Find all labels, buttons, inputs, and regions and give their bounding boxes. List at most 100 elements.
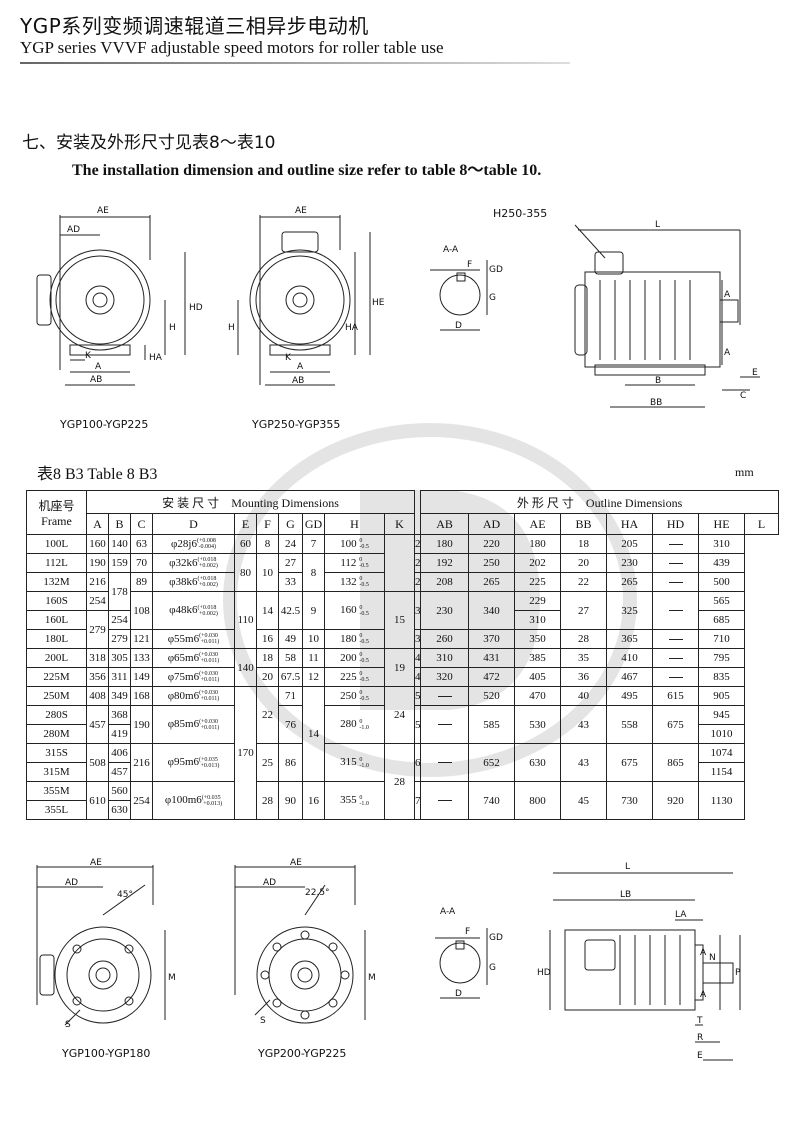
cell-f: 10 bbox=[256, 553, 279, 592]
cell-c: 149 bbox=[130, 667, 153, 687]
cell-h: 100 0-0.5 bbox=[324, 534, 385, 554]
cell-l: 310 bbox=[698, 534, 746, 554]
cell-he: 615 bbox=[652, 686, 700, 706]
svg-text:M: M bbox=[168, 973, 176, 983]
cell-hd: 325 bbox=[606, 591, 654, 630]
drawing-caption-1: YGP100-YGP225 bbox=[60, 418, 149, 431]
col-header-h: H bbox=[324, 513, 385, 535]
col-header-hd: HD bbox=[652, 513, 700, 535]
cell-hd: 467 bbox=[606, 667, 654, 687]
cell-a: 457 bbox=[86, 705, 109, 744]
cell-hd: 675 bbox=[606, 743, 654, 782]
cell-d: φ38k6(+0.018 +0.002) bbox=[152, 572, 235, 592]
cell-h: 180 0-0.5 bbox=[324, 629, 385, 649]
cell-frame: 180L bbox=[26, 629, 87, 649]
mounting-group-header: 安 装 尺 寸 Mounting Dimensions bbox=[85, 490, 416, 514]
cell-f: 18 bbox=[256, 648, 279, 668]
cell-gd: 11 bbox=[302, 648, 325, 668]
cell-frame: 250M bbox=[26, 686, 87, 706]
cell-ae: 370 bbox=[468, 629, 516, 649]
cell-l: 1010 bbox=[698, 724, 746, 744]
cell-l: 1130 bbox=[698, 781, 746, 820]
svg-text:AD: AD bbox=[65, 878, 78, 888]
cell-hd: 558 bbox=[606, 705, 654, 744]
cell-d: φ65m6(+0.030 +0.011) bbox=[152, 648, 235, 668]
cell-l: 1154 bbox=[698, 762, 746, 782]
svg-text:AE: AE bbox=[295, 206, 307, 216]
cell-ad: 230 bbox=[420, 591, 470, 630]
cell-l: 710 bbox=[698, 629, 746, 649]
cell-f: 22 bbox=[256, 686, 279, 744]
svg-text:A-A: A-A bbox=[440, 907, 456, 917]
cell-ha: 40 bbox=[560, 686, 608, 706]
svg-text:HA: HA bbox=[345, 323, 359, 333]
cell-ae: 220 bbox=[468, 534, 516, 554]
svg-text:HD: HD bbox=[189, 303, 203, 313]
outline-group-header: 外 形 尺 寸 Outline Dimensions bbox=[420, 490, 780, 514]
cell-bb: 530 bbox=[514, 705, 562, 744]
col-header-g: G bbox=[278, 513, 303, 535]
cell-l: 905 bbox=[698, 686, 746, 706]
svg-text:C: C bbox=[740, 391, 746, 401]
cell-b: 349 bbox=[108, 686, 131, 706]
svg-text:A-A: A-A bbox=[443, 245, 459, 255]
cell-l: 685 bbox=[698, 610, 746, 630]
cell-g: 76 bbox=[278, 705, 303, 744]
svg-text:22.5°: 22.5° bbox=[305, 888, 330, 898]
col-header-b: B bbox=[108, 513, 131, 535]
cell-f: 25 bbox=[256, 743, 279, 782]
drawing-caption-3: YGP100-YGP180 bbox=[62, 1047, 151, 1060]
cell-frame: 100L bbox=[26, 534, 87, 554]
svg-text:G: G bbox=[489, 293, 496, 303]
cell-b: 254 bbox=[108, 610, 131, 630]
cell-l: 500 bbox=[698, 572, 746, 592]
svg-text:H: H bbox=[169, 323, 176, 333]
cell-a: 508 bbox=[86, 743, 109, 782]
svg-text:A: A bbox=[95, 362, 102, 372]
cell-g: 71 bbox=[278, 686, 303, 706]
drawing-flange-view-large: AE AD 22.5° M S bbox=[234, 858, 376, 1026]
cell-k: 28 bbox=[383, 743, 416, 820]
cell-b: 406 bbox=[108, 743, 131, 763]
cell-bb: 310 bbox=[514, 610, 562, 630]
svg-text:H: H bbox=[228, 323, 235, 333]
cell-a: 279 bbox=[86, 610, 109, 649]
col-header-k: K bbox=[383, 513, 416, 535]
cell-gd: 8 bbox=[302, 553, 325, 592]
cell-he bbox=[652, 667, 700, 687]
cell-l: 835 bbox=[698, 667, 746, 687]
cell-h: 355 0-1.0 bbox=[324, 781, 385, 820]
cell-k bbox=[383, 534, 416, 592]
cell-gd: 7 bbox=[302, 534, 325, 554]
cell-ha: 43 bbox=[560, 705, 608, 744]
cell-he bbox=[652, 591, 700, 630]
cell-g: 58 bbox=[278, 648, 303, 668]
svg-text:45°: 45° bbox=[117, 890, 133, 900]
cell-e: 110 bbox=[234, 591, 257, 649]
cell-g: 90 bbox=[278, 781, 303, 820]
cell-gd: 10 bbox=[302, 629, 325, 649]
cell-hd: 495 bbox=[606, 686, 654, 706]
cell-k: 24 bbox=[383, 686, 416, 744]
cell-h: 315 0-1.0 bbox=[324, 743, 385, 782]
cell-frame: 355M bbox=[26, 781, 87, 801]
drawing-side-view-flange: L LB LA N P A A HD T R E bbox=[537, 862, 741, 1061]
cell-ae: 585 bbox=[468, 705, 516, 744]
svg-text:D: D bbox=[455, 321, 462, 331]
svg-text:H250-355: H250-355 bbox=[493, 207, 547, 220]
svg-text:AB: AB bbox=[90, 375, 102, 385]
cell-b: 419 bbox=[108, 724, 131, 744]
cell-ha: 43 bbox=[560, 743, 608, 782]
cell-frame: 315S bbox=[26, 743, 87, 763]
cell-h: 280 0-1.0 bbox=[324, 705, 385, 744]
cell-g: 24 bbox=[278, 534, 303, 554]
cell-ae: 265 bbox=[468, 572, 516, 592]
cell-ae: 340 bbox=[468, 591, 516, 630]
svg-text:HA: HA bbox=[149, 353, 163, 363]
cell-ad: 310 bbox=[420, 648, 470, 668]
